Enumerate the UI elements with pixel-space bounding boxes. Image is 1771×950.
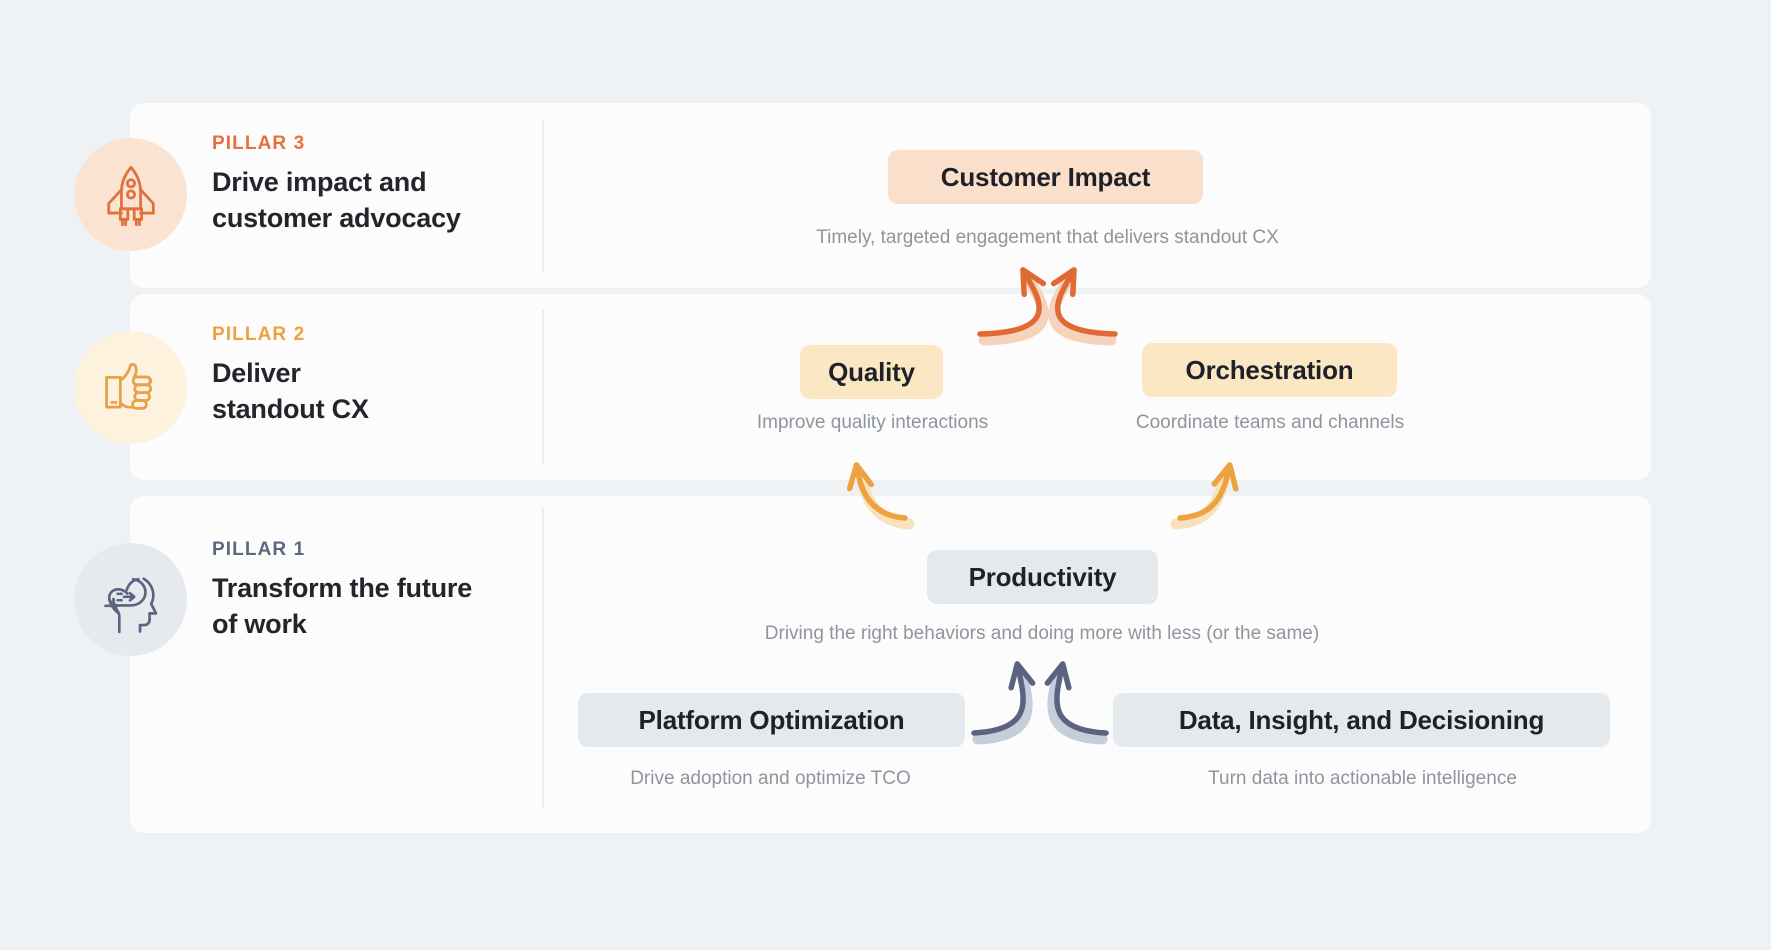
caption-customer-impact: Timely, targeted engagement that deliver… <box>816 227 1279 248</box>
caption-productivity: Driving the right behaviors and doing mo… <box>764 623 1320 644</box>
pillar-card-3: PILLAR 3 Drive impact and customer advoc… <box>74 103 1651 288</box>
card-divider <box>542 508 544 809</box>
thumbs-up-icon <box>74 331 187 444</box>
head-with-arrow-icon <box>74 543 187 656</box>
rocket-icon <box>74 138 187 251</box>
node-data-insight-decisioning[interactable]: Data, Insight, and Decisioning <box>1113 693 1610 747</box>
node-customer-impact[interactable]: Customer Impact <box>888 150 1203 204</box>
caption-data-insight-decisioning: Turn data into actionable intelligence <box>1208 768 1517 789</box>
pillar-text-block: PILLAR 3 Drive impact and customer advoc… <box>212 133 461 236</box>
caption-orchestration: Coordinate teams and channels <box>1135 412 1405 433</box>
caption-quality: Improve quality interactions <box>756 412 989 433</box>
pillar-title: Deliver standout CX <box>212 358 369 424</box>
pillar-kicker: PILLAR 2 <box>212 324 306 345</box>
pillar-kicker: PILLAR 3 <box>212 133 306 154</box>
node-productivity[interactable]: Productivity <box>927 550 1158 604</box>
pillar-card-1: PILLAR 1 Transform the future of work <box>74 496 1651 833</box>
pillar-text-block: PILLAR 1 Transform the future of work <box>212 539 472 642</box>
card-divider <box>542 119 544 272</box>
caption-platform-optimization: Drive adoption and optimize TCO <box>630 768 911 789</box>
node-orchestration[interactable]: Orchestration <box>1142 343 1397 397</box>
pillar-text-block: PILLAR 2 Deliver standout CX <box>212 324 369 427</box>
pillar-title: Drive impact and customer advocacy <box>212 167 461 233</box>
node-platform-optimization[interactable]: Platform Optimization <box>578 693 965 747</box>
node-quality[interactable]: Quality <box>800 345 943 399</box>
pillar-kicker: PILLAR 1 <box>212 539 306 560</box>
card-divider <box>542 310 544 464</box>
pillar-title: Transform the future of work <box>212 573 473 639</box>
